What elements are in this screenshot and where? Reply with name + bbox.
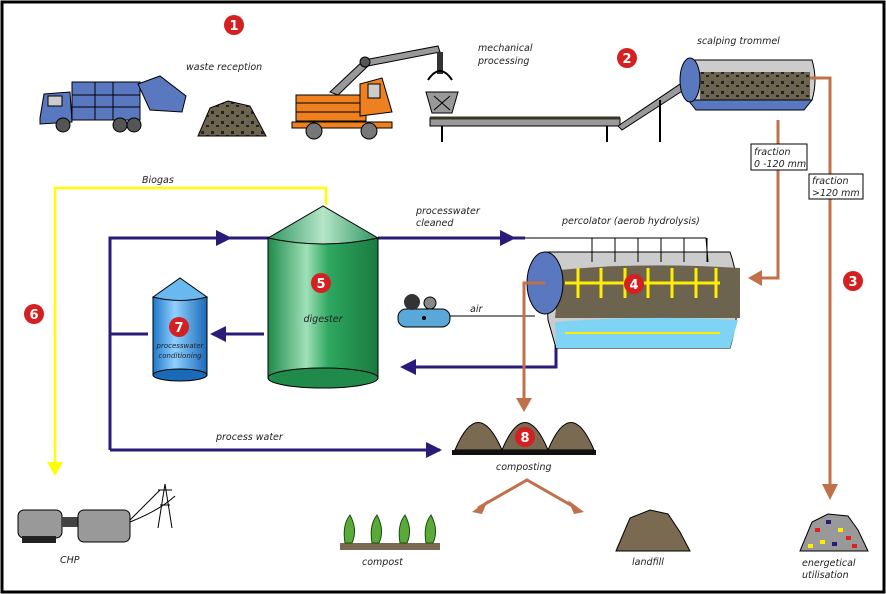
- digester-to-conditioning-line: [210, 326, 264, 342]
- scalping-trommel-label: scalping trommel: [697, 36, 780, 47]
- percolator-icon: [525, 237, 740, 349]
- biogas-label: Biogas: [142, 175, 174, 186]
- step-badge-8: 8: [515, 427, 535, 447]
- compost-plants-icon: [340, 514, 440, 550]
- percolator-return-line: [400, 345, 558, 375]
- energetical-label-2: utilisation: [802, 570, 849, 581]
- percolator-to-composting-line: [516, 281, 545, 412]
- biogas-line: [47, 186, 328, 476]
- conditioning-label-1: processwater: [156, 342, 205, 350]
- step-badge-2: 2: [617, 48, 637, 68]
- svg-text:5: 5: [316, 277, 325, 292]
- waste-reception-label: waste reception: [186, 62, 262, 73]
- fraction-small-box: fraction 0 -120 mm: [750, 143, 808, 171]
- step-badge-6: 6: [24, 304, 44, 324]
- svg-text:7: 7: [174, 321, 183, 336]
- conditioning-label-2: conditioning: [158, 352, 202, 360]
- svg-text:8: 8: [520, 431, 529, 446]
- svg-text:fraction: fraction: [754, 147, 791, 158]
- svg-text:fraction: fraction: [812, 176, 849, 187]
- processwater-cleaned-label-1: processwater: [415, 206, 481, 217]
- digester-tank-icon: [266, 205, 380, 389]
- step-badge-3: 3: [843, 271, 863, 291]
- mechanical-processing-label-1: mechanical: [478, 43, 533, 54]
- svg-text:3: 3: [848, 275, 857, 290]
- conveyor-belt-icon: [429, 79, 691, 142]
- mechanical-processing-label-2: processing: [477, 56, 529, 67]
- fraction-small-line: [748, 120, 780, 286]
- landfill-label: landfill: [632, 557, 664, 568]
- conditioning-tank-icon: [151, 277, 209, 382]
- waste-heap-icon: [197, 100, 267, 137]
- processwater-recirculation-line: [108, 230, 525, 450]
- air-compressor-icon: [397, 294, 451, 328]
- step-badge-7: 7: [169, 317, 189, 337]
- step-badge-4: 4: [624, 274, 644, 294]
- air-label: air: [470, 304, 483, 315]
- process-water-label: process water: [215, 432, 284, 443]
- energetical-heap-icon: [799, 513, 869, 552]
- processwater-cleaned-label-2: cleaned: [416, 218, 454, 229]
- composting-label: composting: [496, 462, 552, 473]
- svg-text:>120 mm: >120 mm: [812, 188, 860, 199]
- percolator-label: percolator (aerob hydrolysis): [561, 216, 700, 227]
- chp-generator-icon: [17, 509, 131, 543]
- power-pylon-icon: [129, 483, 176, 529]
- step-badge-5: 5: [311, 273, 331, 293]
- grab-claw-icon: [427, 52, 453, 81]
- svg-text:0 -120 mm: 0 -120 mm: [754, 159, 806, 170]
- fraction-large-line: [810, 76, 838, 500]
- compost-label: compost: [362, 557, 404, 568]
- svg-text:1: 1: [229, 19, 238, 34]
- landfill-heap-icon: [615, 509, 691, 552]
- process-water-line: [110, 442, 442, 458]
- svg-text:2: 2: [622, 52, 631, 67]
- garbage-truck-icon: [39, 75, 187, 133]
- excavator-icon: [291, 45, 441, 140]
- step-badge-1: 1: [224, 15, 244, 35]
- composting-split-arrows: [472, 478, 584, 514]
- energetical-label-1: energetical: [802, 558, 856, 569]
- hopper-icon: [425, 91, 459, 114]
- fraction-large-box: fraction >120 mm: [808, 173, 864, 200]
- chp-label: CHP: [60, 555, 80, 566]
- svg-text:4: 4: [629, 278, 638, 293]
- digester-label: digester: [304, 314, 344, 325]
- scalping-trommel-icon: [679, 57, 816, 111]
- svg-text:6: 6: [29, 308, 38, 323]
